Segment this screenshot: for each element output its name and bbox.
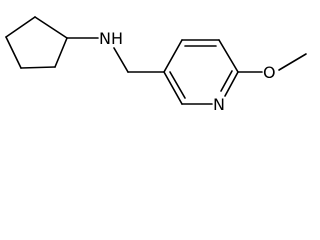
bond-ring-4: [5, 16, 36, 38]
bond-pyridine-c5-c6: [218, 39, 239, 73]
bond-oxygen-to-methyl: [278, 53, 307, 71]
bond-pyridine-c6-n-inner: [220, 70, 233, 92]
bond-ring-5: [34, 16, 68, 39]
cyclopentane-ring: [5, 16, 68, 69]
pyridine-nitrogen-label: N: [213, 95, 225, 113]
bond-amine-to-methylene: [113, 47, 129, 73]
ether-oxygen-label: O: [263, 63, 276, 82]
amine-nitrogen-label: N: [99, 29, 111, 48]
amine-hydrogen-label: H: [111, 29, 123, 48]
pyridine-ring: [163, 39, 239, 105]
bond-ring-3: [5, 36, 22, 69]
bond-ring-1: [54, 37, 68, 68]
bond-pyridine-c6-n: [224, 71, 239, 97]
bond-pyridine-c2-c3: [163, 71, 183, 105]
molecule-structure-diagram: N H N O: [5, 16, 307, 113]
bond-pyridine-c2-c3-inner: [169, 71, 186, 99]
bond-pyridine-c3-c4: [163, 39, 183, 73]
bond-ring-2: [20, 66, 56, 69]
